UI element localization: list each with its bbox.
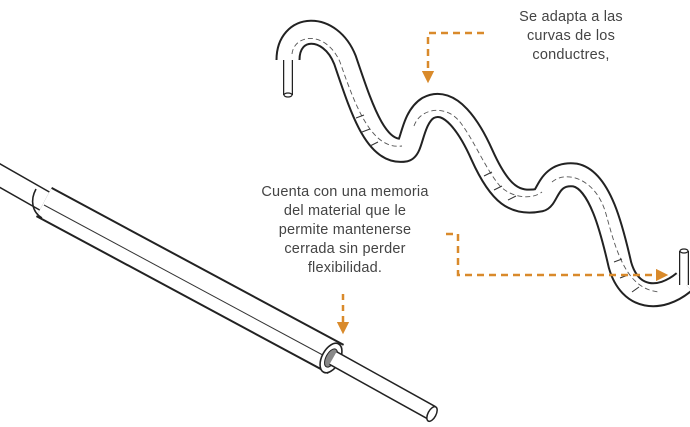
annotation-adapts-to-curves: Se adapta a las curvas de los conductres… xyxy=(496,8,646,65)
annotation-top-line: conductres, xyxy=(532,47,610,63)
curved-cable-sleeve xyxy=(277,21,690,306)
annotation-top-line: curvas de los xyxy=(526,28,616,44)
straight-sleeved-cable xyxy=(0,163,438,423)
arrow-to-curved-cable-end xyxy=(446,232,669,282)
annotation-middle-line: permite mantenerse xyxy=(278,222,412,238)
straight-cable-left-wire xyxy=(0,163,54,213)
straight-cable-sleeve xyxy=(31,187,345,374)
curved-cable-left-wire xyxy=(283,56,293,98)
annotation-middle-line: del material que le xyxy=(283,203,407,219)
annotation-middle-line: cerrada sin perder xyxy=(284,241,406,257)
annotation-middle-line: Cuenta con una memoria xyxy=(261,184,429,200)
annotation-material-memory: Cuenta con una memoria del material que … xyxy=(220,183,470,278)
curved-sleeved-cable xyxy=(275,19,690,308)
annotation-top-line: Se adapta a las xyxy=(519,9,623,25)
straight-cable-right-wire xyxy=(329,351,438,423)
curved-cable-hatching xyxy=(355,114,640,293)
arrow-to-curves xyxy=(421,31,484,84)
curved-cable-texture xyxy=(291,38,661,293)
curved-cable-right-wire xyxy=(679,248,689,285)
annotation-middle-line: flexibilidad. xyxy=(307,260,383,276)
